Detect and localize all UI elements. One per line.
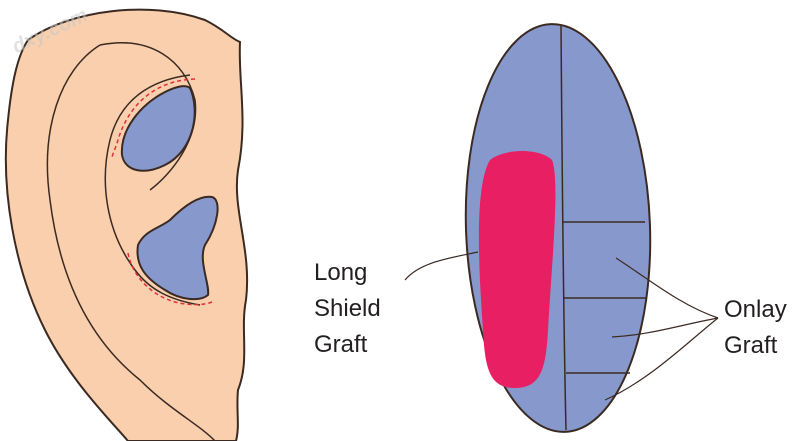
cartilage-defect-lower (136, 195, 219, 301)
label-line: Shield (314, 295, 381, 322)
onlay-graft-label: Onlay Graft (724, 292, 787, 364)
long-shield-leader-line (404, 251, 479, 281)
incision-line-lower (127, 252, 213, 306)
graft-diagram (404, 23, 719, 433)
onlay-leader-line-2 (611, 317, 719, 338)
incision-line-upper (111, 78, 196, 159)
midline (560, 25, 567, 431)
long-shield-graft-label: Long Shield Graft (314, 255, 381, 363)
antihelix-inner-line (104, 74, 201, 306)
antihelix-line (99, 42, 197, 191)
ear-illustration (4, 8, 249, 441)
label-line: Onlay (724, 296, 787, 323)
onlay-leader-line-3 (604, 317, 719, 401)
label-line: Graft (724, 332, 778, 359)
onlay-leader-line-1 (615, 257, 719, 319)
label-line: Long (314, 259, 368, 286)
long-shield-graft (478, 151, 556, 388)
label-line: Graft (314, 331, 368, 358)
helix-rim-line (46, 44, 216, 441)
cartilage-defect-upper (120, 85, 196, 172)
